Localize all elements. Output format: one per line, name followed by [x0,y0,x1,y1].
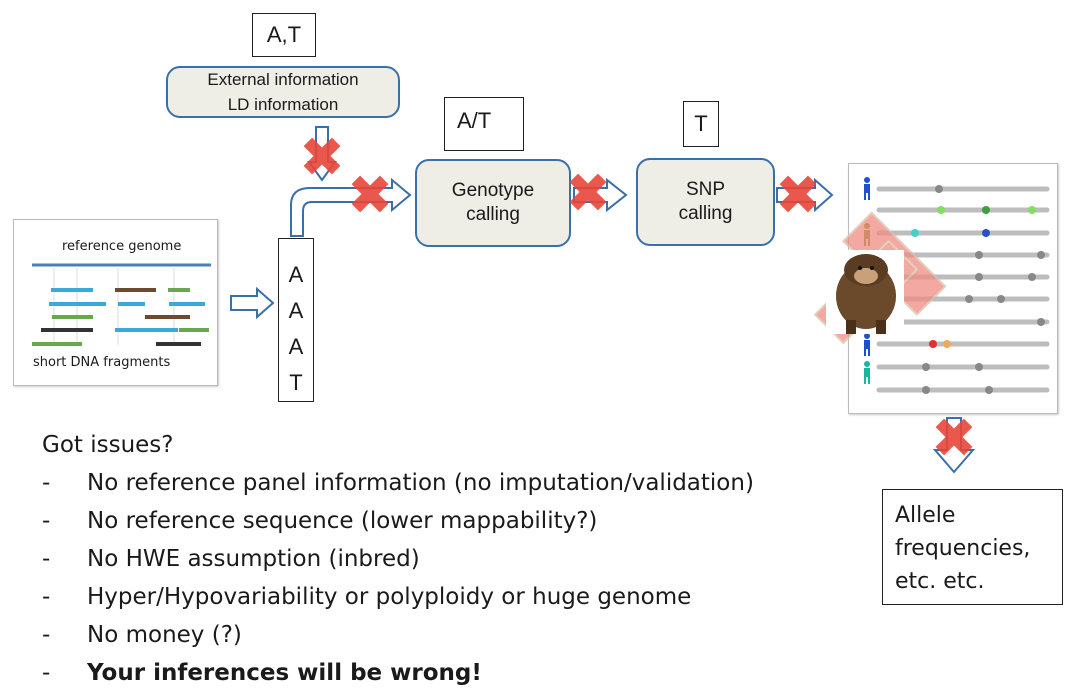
allele-frequencies-line2: frequencies, [895,536,1031,561]
read-allele-4: T [289,370,303,395]
down-arrow-icon [307,126,337,182]
reads-graphic [32,263,211,346]
reference-genome-label: reference genome [62,239,182,254]
snp-allele-box: T [683,101,719,147]
allele-frequencies-box: Allele frequencies, etc. etc. [882,489,1063,605]
issue-item-final: -Your inferences will be wrong! [42,660,482,686]
cross-icon [351,175,389,213]
issues-list: Got issues? -No reference panel informat… [42,426,754,692]
external-info-box: External information LD information [166,66,400,118]
cross-icon [569,173,607,211]
read-allele-2: A [288,298,304,323]
cross-icon [303,137,341,175]
right-arrow-icon [573,177,628,213]
issue-item: -No money (?) [42,622,242,648]
person-icon [864,177,870,200]
external-info-line1: External information [207,70,359,89]
down-arrow-icon [932,417,976,474]
genotype-calling-box: Genotype calling [415,159,571,247]
alleles-at-text: A,T [266,22,302,47]
issue-item: -No reference panel information (no impu… [42,470,754,496]
issue-item: -No HWE assumption (inbred) [42,546,420,572]
population-graphic [864,177,1050,394]
issue-item: -Hyper/Hypovariability or polyploidy or … [42,584,692,610]
person-icon [864,333,870,356]
snp-dots [911,185,1045,394]
right-arrow-icon [776,177,834,213]
issue-item: -No reference sequence (lower mappabilit… [42,508,598,534]
reads-alleles-column: A A A T [278,238,314,402]
allele-frequencies-line3: etc. etc. [895,569,985,594]
snp-calling-box: SNP calling [636,158,775,246]
genotype-alleles-box: A/T [444,97,524,151]
allele-frequencies-line1: Allele [895,503,956,528]
genotype-alleles-text: A/T [457,108,492,133]
cross-icon [935,418,973,456]
read-allele-1: A [288,262,304,287]
genotype-calling-line1: Genotype [451,180,535,201]
person-icons [864,177,870,384]
snp-calling-line2: calling [678,203,733,224]
snp-allele-text: T [694,111,708,136]
alleles-at-box: A,T [252,13,316,57]
cross-icon [779,175,817,213]
snp-calling-line1: SNP [685,179,726,200]
issues-heading: Got issues? [42,432,174,458]
reads-panel: reference genome short DNA fragments [13,219,218,386]
person-icon [864,361,870,384]
dna-fragments [32,288,209,346]
read-allele-3: A [288,334,304,359]
person-icon [864,223,870,246]
right-arrow-icon [230,286,275,320]
external-info-line2: LD information [227,95,339,114]
genotype-calling-line2: calling [466,204,520,225]
bent-arrow-icon [290,177,412,237]
short-fragments-label: short DNA fragments [33,355,171,370]
population-panel [848,163,1058,414]
